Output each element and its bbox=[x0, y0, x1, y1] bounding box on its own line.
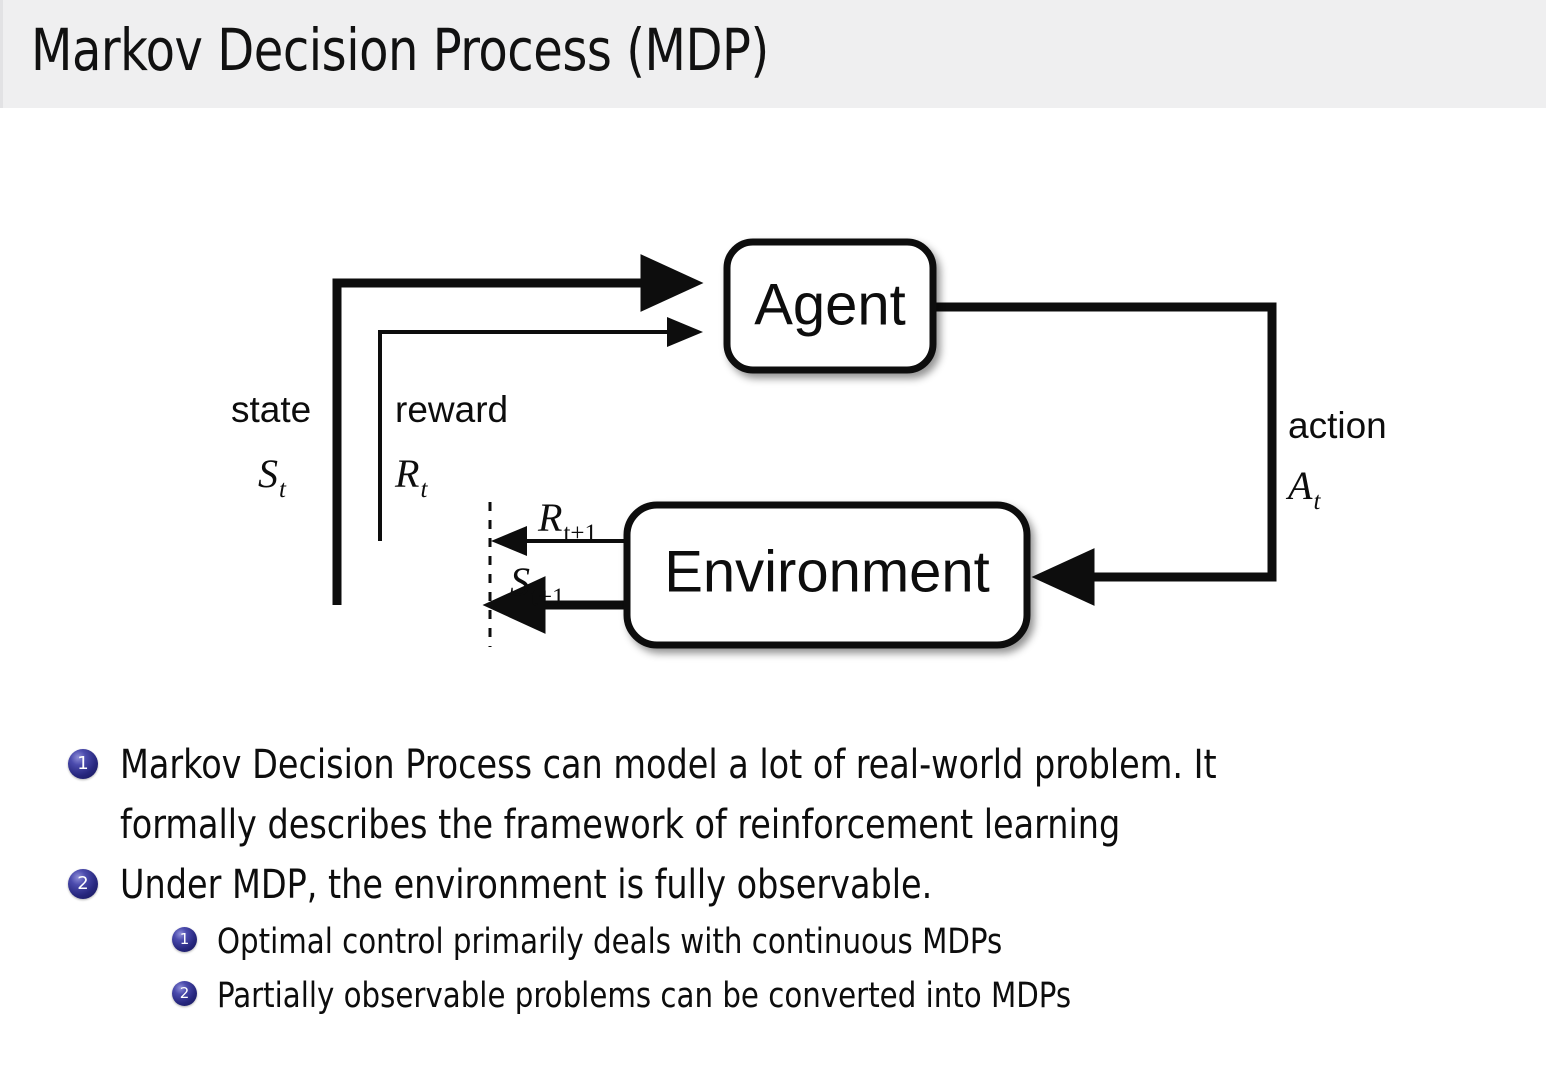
list-item-text: Under MDP, the environment is fully obse… bbox=[120, 855, 1403, 915]
list-item: 2 Under MDP, the environment is fully obs… bbox=[0, 855, 1546, 915]
list-item-line: Under MDP, the environment is fully obse… bbox=[120, 862, 933, 908]
bullet-number-marker: 2 bbox=[172, 981, 197, 1006]
list-item-text: Markov Decision Process can model a lot … bbox=[120, 735, 1403, 855]
mdp-diagram: Agent Environment state St reward Rt act… bbox=[0, 150, 1546, 710]
state-edge bbox=[332, 254, 704, 605]
reward-symbol: Rt bbox=[394, 451, 428, 503]
action-symbol: At bbox=[1285, 463, 1321, 515]
state-symbol: St bbox=[258, 451, 287, 503]
environment-node-label: Environment bbox=[664, 539, 990, 604]
bullet-number-marker: 2 bbox=[68, 869, 98, 899]
list-item-line: formally describes the framework of rein… bbox=[120, 802, 1121, 848]
list-item-text: Optimal control primarily deals with con… bbox=[217, 915, 1426, 969]
state-label: state bbox=[231, 389, 311, 430]
state-label-group: state St bbox=[231, 389, 311, 503]
bullet-number-marker: 1 bbox=[172, 927, 197, 952]
next-state-symbol: St+1 bbox=[510, 559, 565, 611]
agent-node-label: Agent bbox=[754, 272, 906, 337]
list-item: 1 Optimal control primarily deals with co… bbox=[0, 915, 1546, 969]
reward-label-group: reward Rt bbox=[394, 389, 508, 503]
bullet-list: 1 Markov Decision Process can model a lot… bbox=[0, 735, 1546, 1023]
slide-header: Markov Decision Process (MDP) bbox=[0, 0, 1546, 108]
action-edge bbox=[935, 302, 1277, 606]
bullet-number-marker: 1 bbox=[68, 749, 98, 779]
next-reward-symbol: Rt+1 bbox=[537, 495, 597, 547]
list-item: 1 Markov Decision Process can model a lot… bbox=[0, 735, 1546, 855]
agent-environment-loop-svg: Agent Environment state St reward Rt act… bbox=[231, 238, 1387, 649]
list-item-line: Markov Decision Process can model a lot … bbox=[120, 742, 1217, 788]
list-item: 2 Partially observable problems can be co… bbox=[0, 969, 1546, 1023]
action-label-group: action At bbox=[1285, 405, 1387, 515]
list-item-line: Partially observable problems can be con… bbox=[217, 976, 1072, 1016]
list-item-line: Optimal control primarily deals with con… bbox=[217, 922, 1003, 962]
reward-edge bbox=[378, 317, 703, 541]
list-item-text: Partially observable problems can be con… bbox=[217, 969, 1426, 1023]
reward-label: reward bbox=[395, 389, 508, 430]
action-label: action bbox=[1288, 405, 1387, 446]
page-title: Markov Decision Process (MDP) bbox=[31, 16, 769, 84]
environment-node[interactable]: Environment bbox=[623, 501, 1031, 649]
agent-node[interactable]: Agent bbox=[723, 238, 937, 374]
